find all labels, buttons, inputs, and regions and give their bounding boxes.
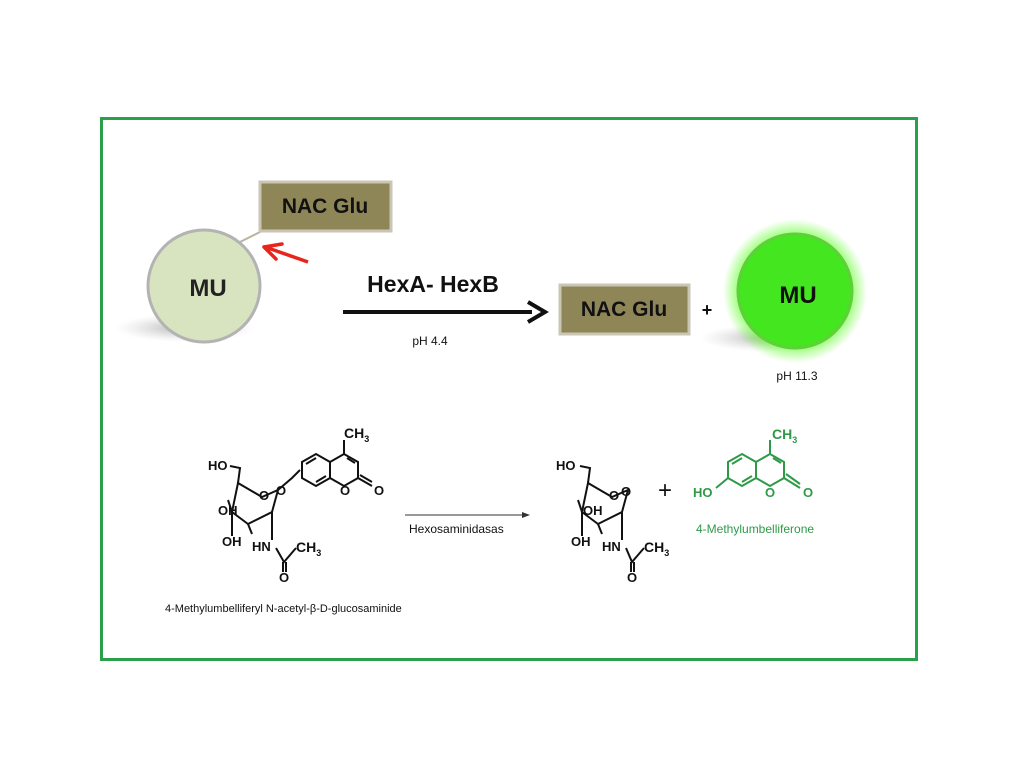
product-name: 4-Methylumbelliferone bbox=[696, 522, 814, 536]
enzyme-label-top: HexA- HexB bbox=[367, 271, 499, 297]
glc-oh-1: OH bbox=[583, 503, 603, 518]
nac-glu-box-right-label: NAC Glu bbox=[581, 298, 667, 321]
sub-ho: HO bbox=[208, 458, 228, 473]
glc-hn: HN bbox=[602, 539, 621, 554]
substrate-structure bbox=[227, 440, 373, 572]
sub-oh-1: OH bbox=[218, 503, 238, 518]
mu-left-circle bbox=[146, 228, 262, 344]
nac-glu-box-right bbox=[558, 283, 691, 336]
mu-ring-o: O bbox=[765, 485, 775, 500]
glc-ring-o: O bbox=[609, 488, 619, 503]
glc-ho: HO bbox=[556, 458, 576, 473]
glc-o: O bbox=[621, 484, 631, 499]
sub-oh-2: OH bbox=[222, 534, 242, 549]
glc-acetyl-ch3: CH3 bbox=[644, 539, 669, 558]
sub-link-o: O bbox=[276, 483, 286, 498]
glc-acetyl-o: O bbox=[627, 570, 637, 585]
plus-top: + bbox=[702, 300, 713, 320]
plus-bottom: + bbox=[658, 477, 672, 504]
glc-oh-2: OH bbox=[571, 534, 591, 549]
mu-product-structure bbox=[715, 440, 801, 489]
sub-lactone-o: O bbox=[340, 483, 350, 498]
mu-ho: HO bbox=[693, 485, 713, 500]
enzyme-label-bottom: Hexosaminidasas bbox=[409, 522, 504, 536]
red-arrow-icon bbox=[262, 242, 309, 264]
nac-glu-box-left bbox=[258, 180, 393, 233]
sub-carbonyl-o: O bbox=[374, 483, 384, 498]
sub-ch3: CH3 bbox=[344, 425, 369, 444]
sub-acetyl-o: O bbox=[279, 570, 289, 585]
nac-glu-box-left-label: NAC Glu bbox=[282, 195, 368, 218]
sub-acetyl-ch3: CH3 bbox=[296, 539, 321, 558]
mu-left-label: MU bbox=[189, 275, 226, 302]
glcnac-structure bbox=[577, 465, 645, 572]
mu-ch3: CH3 bbox=[772, 426, 797, 445]
substrate-name: 4-Methylumbelliferyl N-acetyl-β-D-glucos… bbox=[165, 603, 402, 615]
ph-reaction-label: pH 4.4 bbox=[412, 334, 448, 348]
diagram-frame bbox=[100, 117, 918, 661]
mu-carbonyl-o: O bbox=[803, 485, 813, 500]
reaction-arrow-top-head bbox=[526, 300, 549, 324]
ph-product-label: pH 11.3 bbox=[776, 369, 817, 383]
sub-ring-o: O bbox=[259, 488, 269, 503]
sub-hn: HN bbox=[252, 539, 271, 554]
mu-right-label: MU bbox=[779, 282, 816, 309]
mu-right-circle bbox=[736, 232, 854, 350]
reaction-arrow-bottom-head bbox=[522, 512, 530, 518]
